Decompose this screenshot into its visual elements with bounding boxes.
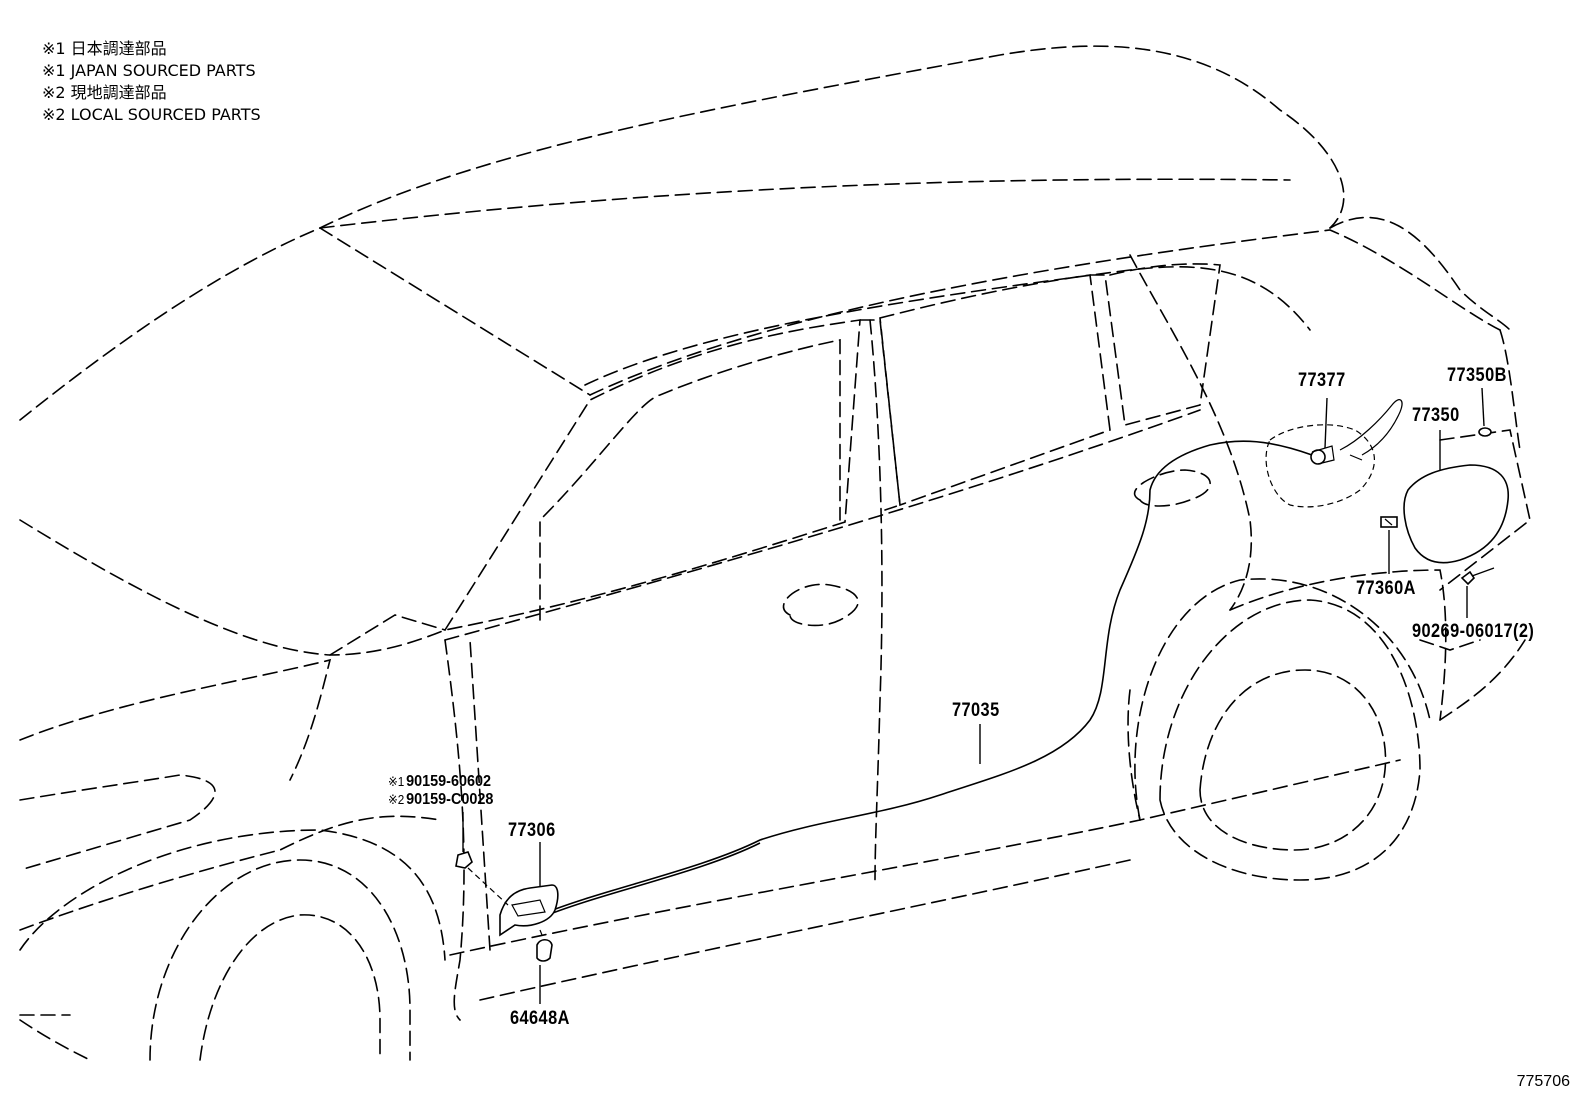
front-bumper-lower	[19, 1019, 91, 1061]
rear-fender-edge	[1229, 569, 1447, 721]
part-label-77377[interactable]: 77377	[1298, 370, 1346, 391]
note-2: ※1 JAPAN SOURCED PARTS	[42, 61, 256, 80]
front-wheel-arch	[19, 829, 446, 961]
mark-japan: ※1	[388, 774, 405, 789]
part-label-77350[interactable]: 77350	[1412, 405, 1460, 426]
front-bumper-line	[19, 658, 332, 781]
quarter-window	[1109, 263, 1221, 426]
rear-rim	[1199, 669, 1387, 851]
hood-crease	[19, 519, 446, 656]
rocker-sill	[449, 759, 1401, 956]
front-fender-edge	[19, 815, 441, 931]
mark-local: ※2	[388, 792, 405, 807]
roof-outline	[319, 45, 1345, 229]
front-door-handle	[782, 583, 859, 627]
lever-clip	[536, 938, 553, 962]
fuel-lid-clip	[1478, 427, 1492, 437]
door-bottom-line	[469, 639, 491, 951]
rear-window-frame	[879, 274, 1111, 507]
part-label-77350b[interactable]: 77350B	[1447, 365, 1507, 386]
roof-rear-edge	[1329, 216, 1511, 331]
rear-bumper	[1439, 639, 1526, 721]
upper-beltline	[584, 266, 1311, 386]
roof-side-line	[589, 229, 1501, 396]
front-fender-curve	[444, 639, 465, 1021]
rear-wheel-arch	[1134, 578, 1431, 821]
windshield-top	[319, 227, 591, 396]
screw	[455, 851, 473, 869]
rear-quarter-edge	[1499, 329, 1521, 451]
sourcing-notes: ※1 日本調達部品 ※1 JAPAN SOURCED PARTS ※2 現地調達…	[42, 38, 261, 126]
rear-door-handle	[1133, 469, 1211, 507]
front-tire	[149, 859, 411, 1061]
roof-rail	[319, 178, 1291, 229]
note-1: ※1 日本調達部品	[42, 39, 167, 58]
front-window-frame	[443, 319, 861, 632]
windshield-base	[329, 614, 446, 656]
opener-cable	[539, 440, 1313, 916]
lock-bracket-outline	[1265, 424, 1375, 508]
front-door-rear-edge	[869, 319, 883, 881]
b-pillar	[859, 319, 901, 511]
note-3: ※2 現地調達部品	[42, 83, 167, 102]
front-rim	[199, 914, 381, 1061]
part-label-90269[interactable]: 90269-06017(2)	[1412, 621, 1535, 642]
front-window-inner	[539, 339, 841, 621]
c-pillar	[1089, 274, 1126, 426]
hood-line	[19, 227, 321, 421]
fuel-lid	[1403, 464, 1510, 564]
headlight	[19, 774, 216, 871]
figure-id: 775706	[1516, 1073, 1570, 1090]
rear-lower-fender	[1127, 689, 1141, 821]
part-label-64648a[interactable]: 64648A	[510, 1008, 570, 1029]
part-label-77035[interactable]: 77035	[952, 700, 1000, 721]
fuel-opening-frame	[1439, 429, 1531, 591]
lower-body-line	[479, 859, 1131, 1001]
rear-tire	[1159, 599, 1421, 881]
rivet	[1460, 570, 1476, 586]
rear-door-rear-edge	[1129, 254, 1253, 611]
opener-lever	[499, 884, 559, 937]
note-4: ※2 LOCAL SOURCED PARTS	[42, 105, 261, 124]
beltline	[444, 409, 1201, 641]
part-label-77360a[interactable]: 77360A	[1356, 578, 1416, 599]
part-label-77306[interactable]: 77306	[508, 820, 556, 841]
